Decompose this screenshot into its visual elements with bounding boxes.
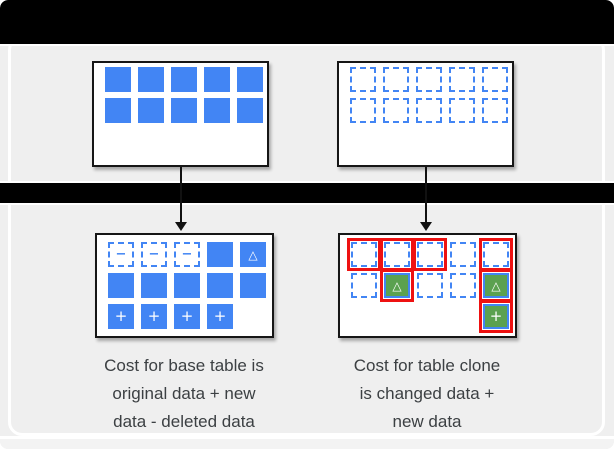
caption-table-clone-cost: Cost for table clone is changed data + n… <box>322 352 532 436</box>
delta-icon: △ <box>491 278 501 293</box>
referenced-data-block <box>449 67 475 92</box>
changed-data-block-billed: △ <box>483 273 509 298</box>
data-block <box>171 67 197 92</box>
changed-data-block-billed: △ <box>384 273 410 298</box>
referenced-data-block: − <box>174 242 200 267</box>
caption-line: is changed data + <box>359 384 495 403</box>
data-block <box>207 273 233 298</box>
referenced-data-block <box>450 242 476 267</box>
referenced-data-block: − <box>141 242 167 267</box>
delta-icon: △ <box>392 278 402 293</box>
delta-icon: △ <box>248 247 258 262</box>
changed-data-block-billed: + <box>483 304 509 329</box>
data-block <box>204 67 230 92</box>
referenced-data-block <box>350 98 376 123</box>
base-table-original-box <box>92 61 269 167</box>
footer-strip <box>0 436 614 449</box>
referenced-data-block <box>416 67 442 92</box>
data-block <box>237 67 263 92</box>
data-block <box>240 273 266 298</box>
data-block: + <box>207 304 233 329</box>
data-block <box>138 67 164 92</box>
referenced-data-block <box>416 98 442 123</box>
plus-icon: + <box>147 307 161 325</box>
data-block <box>105 67 131 92</box>
referenced-data-block <box>449 98 475 123</box>
referenced-data-block-billed <box>351 242 377 267</box>
referenced-data-block-billed <box>384 242 410 267</box>
data-block: + <box>141 304 167 329</box>
plus-icon: + <box>114 307 128 325</box>
referenced-data-block <box>351 273 377 298</box>
caption-line: new data <box>392 412 462 431</box>
base-table-after-box: − − − △ + + + + <box>95 233 274 338</box>
minus-icon: − <box>181 247 193 262</box>
arrow-shaft <box>425 167 427 222</box>
referenced-data-block <box>417 273 443 298</box>
referenced-data-block-billed <box>417 242 443 267</box>
data-block <box>171 98 197 123</box>
referenced-data-block <box>350 67 376 92</box>
data-block <box>207 242 233 267</box>
data-block <box>237 98 263 123</box>
caption-line: Cost for base table is <box>104 356 264 375</box>
referenced-data-block <box>482 67 508 92</box>
arrow-shaft <box>180 167 182 222</box>
arrow-head-icon <box>420 222 432 231</box>
data-block <box>174 273 200 298</box>
minus-icon: − <box>115 247 127 262</box>
referenced-data-block <box>450 273 476 298</box>
minus-icon: − <box>148 247 160 262</box>
data-block <box>108 273 134 298</box>
plus-icon: + <box>180 307 194 325</box>
section-divider-bar <box>0 181 614 205</box>
referenced-data-block: − <box>108 242 134 267</box>
arrow-head-icon <box>175 222 187 231</box>
referenced-data-block-billed <box>483 242 509 267</box>
plus-icon: + <box>213 307 227 325</box>
data-block: + <box>108 304 134 329</box>
referenced-data-block <box>383 98 409 123</box>
caption-line: Cost for table clone <box>353 356 501 375</box>
data-block <box>141 273 167 298</box>
plus-icon: + <box>489 307 503 325</box>
data-block <box>204 98 230 123</box>
caption-base-table-cost: Cost for base table is original data + n… <box>79 352 289 436</box>
data-block <box>105 98 131 123</box>
table-clone-after-box: △ △ + <box>338 233 517 338</box>
data-block <box>138 98 164 123</box>
data-block: + <box>174 304 200 329</box>
referenced-data-block <box>482 98 508 123</box>
caption-line: original data + new <box>112 384 256 403</box>
referenced-data-block <box>383 67 409 92</box>
top-black-bar <box>0 0 614 46</box>
caption-line: data - deleted data <box>113 412 255 431</box>
table-clone-original-box <box>337 61 514 167</box>
data-block: △ <box>240 242 266 267</box>
